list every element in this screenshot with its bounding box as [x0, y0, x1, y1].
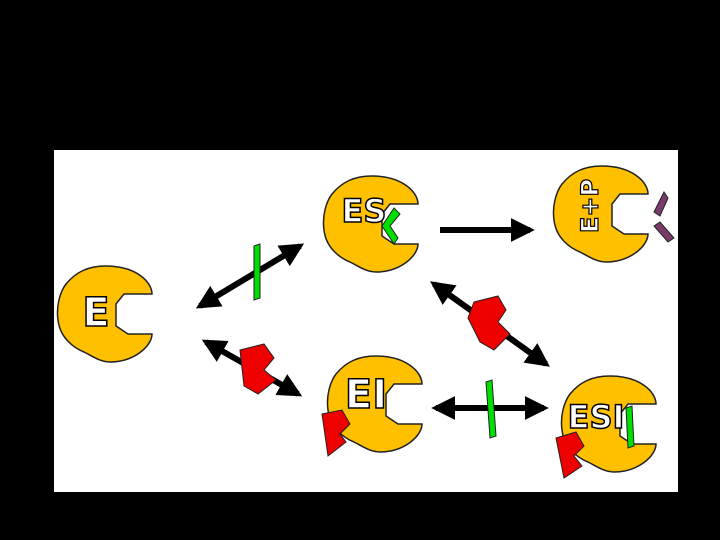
enzyme-ep: E+P — [552, 165, 675, 263]
product-piece-bottom — [653, 221, 675, 243]
enzyme-es-label: ES — [342, 192, 387, 230]
enzyme-esi-label: ESI — [568, 398, 625, 436]
inhibitor-on-arrow-es-esi — [467, 295, 511, 351]
inhibitor-on-arrow-e-ei — [239, 343, 277, 395]
substrate-on-arrow-e-es — [253, 243, 261, 301]
diagram-panel: E ES E+P EI — [54, 150, 678, 492]
arrow-e-es — [195, 243, 305, 309]
enzyme-esi: ESI — [555, 375, 657, 479]
enzyme-ei: EI — [321, 355, 423, 457]
enzyme-ep-label: E+P — [576, 179, 604, 233]
inhibitor-in-esi — [555, 431, 585, 479]
arrow-e-ei — [201, 339, 303, 397]
enzyme-e-label: E — [82, 290, 109, 336]
arrow-ei-esi — [431, 379, 549, 439]
substrate-in-esi — [625, 405, 635, 449]
substrate-in-es — [381, 207, 401, 245]
inhibitor-in-ei — [321, 409, 351, 457]
substrate-on-arrow-ei-esi — [485, 379, 497, 439]
enzyme-inhibition-diagram: E ES E+P EI — [56, 165, 675, 479]
enzyme-ei-label: EI — [345, 372, 387, 418]
arrow-es-esi — [430, 281, 550, 367]
product-piece-top — [653, 191, 669, 217]
enzyme-e: E — [56, 265, 153, 363]
enzyme-es: ES — [322, 175, 419, 273]
